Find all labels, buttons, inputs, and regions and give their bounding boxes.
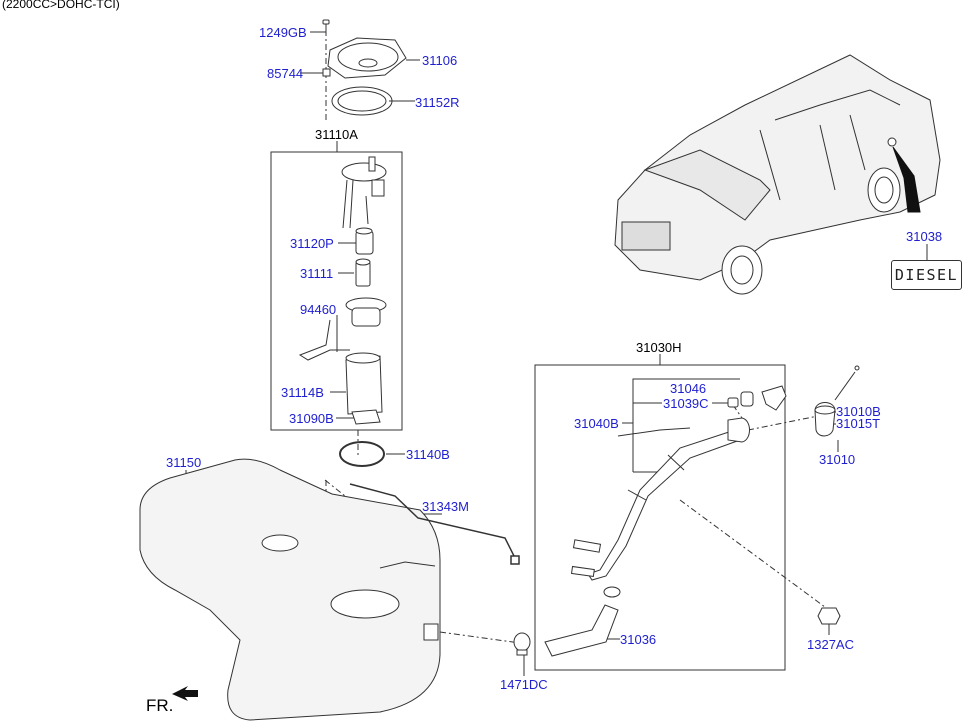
part-link-31343m[interactable]: 31343M — [422, 499, 469, 514]
filler-hose-31036-part — [544, 586, 621, 657]
part-link-31150[interactable]: 31150 — [166, 455, 202, 470]
part-link-31152r[interactable]: 31152R — [415, 95, 460, 110]
front-direction-label: FR. — [146, 696, 174, 715]
filler-neck-31040b-part — [570, 417, 750, 581]
part-link-31046[interactable]: 31046 — [670, 381, 707, 396]
nut-85744-part — [322, 68, 331, 77]
assembly-label-31110a: 31110A — [315, 127, 358, 142]
assembly-label-31030h: 31030H — [636, 340, 682, 355]
part-link-31140b[interactable]: 31140B — [406, 447, 450, 462]
bracket-31090b-part — [351, 409, 381, 425]
part-link-31114b[interactable]: 31114B — [281, 385, 324, 400]
hose-clamp-1471dc-part — [513, 632, 531, 656]
front-direction-arrow — [172, 686, 198, 701]
engine-spec-header: (2200CC>DOHC-TCI) — [2, 0, 120, 11]
screw-1249gb-part — [322, 19, 330, 36]
gasket-ring-31152r-part — [331, 86, 393, 116]
reservoir-cup-31114b-part — [345, 352, 383, 415]
cover-plate-31106-part — [327, 37, 407, 79]
part-link-1471dc[interactable]: 1471DC — [500, 677, 548, 692]
part-link-31010[interactable]: 31010 — [819, 452, 856, 467]
fuel-pump-31111-part — [355, 258, 371, 287]
grommet-31039c-part — [727, 391, 754, 408]
part-link-31040b[interactable]: 31040B — [574, 416, 619, 431]
fuel-door-pointer — [892, 146, 921, 213]
vent-tube-31343m-part — [349, 483, 520, 565]
fuel-tank-31150-part — [139, 458, 441, 721]
diesel-plate-label: DIESEL — [891, 260, 962, 290]
pump-module-31110a-part — [341, 156, 387, 229]
part-link-31015t[interactable]: 31015T — [836, 416, 881, 431]
part-link-31120p[interactable]: 31120P — [290, 236, 334, 251]
fuel-cap-31010-part — [814, 365, 860, 437]
part-link-85744[interactable]: 85744 — [267, 66, 304, 81]
nut-1327ac-part — [817, 607, 841, 625]
part-link-31010b[interactable]: 31010B — [836, 404, 881, 419]
fuel-filter-31120p-part — [355, 227, 374, 255]
part-link-31106[interactable]: 31106 — [422, 53, 458, 68]
vehicle-illustration — [614, 54, 941, 295]
part-link-31038[interactable]: 31038 — [906, 229, 943, 244]
part-link-31090b[interactable]: 31090B — [289, 411, 334, 426]
part-link-31111[interactable]: 31111 — [300, 266, 334, 281]
part-link-1249gb[interactable]: 1249GB — [259, 25, 307, 40]
part-link-1327ac[interactable]: 1327AC — [807, 637, 854, 652]
sender-94460-part — [298, 297, 387, 361]
part-link-94460[interactable]: 94460 — [300, 302, 337, 317]
o-ring-31140b-part — [339, 441, 385, 467]
part-link-31036[interactable]: 31036 — [620, 632, 657, 647]
part-link-31039c[interactable]: 31039C — [663, 396, 709, 411]
clip-31046-part — [761, 385, 787, 411]
